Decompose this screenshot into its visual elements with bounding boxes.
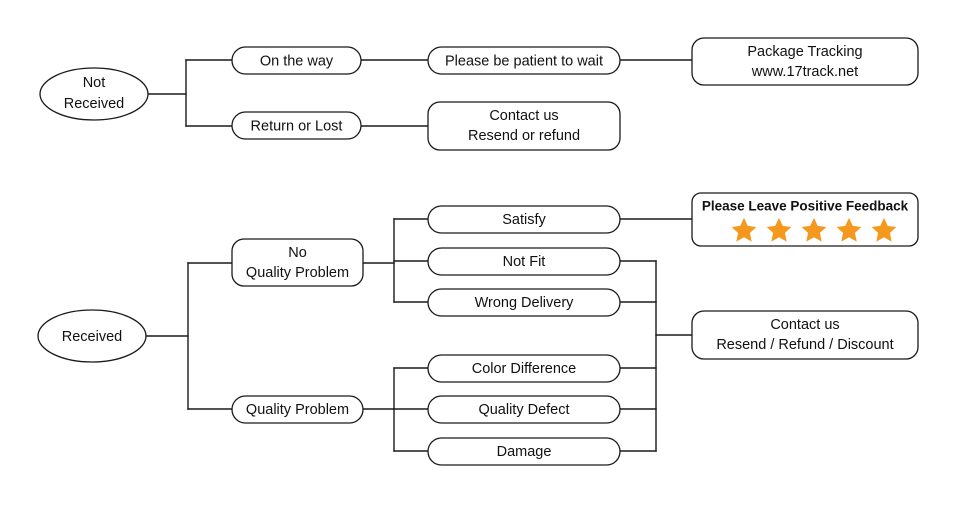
node-no-quality-problem-label-1: No	[288, 245, 307, 261]
node-received[interactable]: Received	[37, 309, 147, 363]
node-not-fit-label: Not Fit	[503, 254, 546, 270]
node-contact-resend-refund-label-1: Contact us	[489, 108, 558, 124]
connector-quality-problem-to-children	[362, 367, 429, 452]
node-package-tracking-url: www.17track.net	[751, 64, 858, 80]
connector-not-received-to-bus	[147, 59, 233, 127]
node-not-received-label-1: Not	[83, 75, 106, 91]
node-contact-resend-refund-discount-label-2: Resend / Refund / Discount	[716, 337, 893, 353]
node-be-patient-to-wait-label: Please be patient to wait	[445, 53, 603, 69]
node-return-or-lost-label: Return or Lost	[251, 118, 343, 134]
node-not-received[interactable]: Not Received	[39, 67, 149, 121]
node-received-label: Received	[62, 329, 122, 345]
node-not-fit[interactable]: Not Fit	[427, 247, 621, 276]
node-on-the-way[interactable]: On the way	[231, 46, 362, 75]
node-no-quality-problem[interactable]: No Quality Problem	[231, 238, 364, 287]
node-positive-feedback[interactable]: Please Leave Positive Feedback	[691, 192, 919, 247]
node-no-quality-problem-label-2: Quality Problem	[246, 265, 349, 281]
node-positive-feedback-label: Please Leave Positive Feedback	[702, 199, 909, 214]
node-return-or-lost[interactable]: Return or Lost	[231, 111, 362, 140]
connector-issues-to-contact	[619, 260, 693, 452]
node-satisfy-label: Satisfy	[502, 212, 546, 228]
node-contact-resend-refund-label-2: Resend or refund	[468, 128, 580, 144]
node-not-received-label-2: Received	[64, 96, 124, 112]
node-be-patient-to-wait[interactable]: Please be patient to wait	[427, 46, 621, 75]
node-damage-label: Damage	[497, 444, 552, 460]
node-damage[interactable]: Damage	[427, 437, 621, 466]
node-contact-resend-refund-discount[interactable]: Contact us Resend / Refund / Discount	[691, 310, 919, 360]
node-contact-resend-refund-discount-label-1: Contact us	[770, 317, 839, 333]
node-quality-problem-label: Quality Problem	[246, 402, 349, 418]
node-quality-defect-label: Quality Defect	[478, 402, 569, 418]
node-color-difference-label: Color Difference	[472, 361, 577, 377]
node-on-the-way-label: On the way	[260, 53, 334, 69]
node-quality-problem[interactable]: Quality Problem	[231, 395, 364, 424]
node-wrong-delivery[interactable]: Wrong Delivery	[427, 288, 621, 317]
connector-no-quality-problem-to-children	[362, 218, 429, 303]
node-package-tracking[interactable]: Package Tracking www.17track.net	[691, 37, 919, 86]
node-quality-defect[interactable]: Quality Defect	[427, 395, 621, 424]
node-color-difference[interactable]: Color Difference	[427, 354, 621, 383]
node-wrong-delivery-label: Wrong Delivery	[475, 295, 575, 311]
node-satisfy[interactable]: Satisfy	[427, 205, 621, 234]
node-package-tracking-label-1: Package Tracking	[747, 44, 862, 60]
node-contact-resend-refund[interactable]: Contact us Resend or refund	[427, 101, 621, 151]
connector-received-to-bus	[145, 262, 233, 410]
